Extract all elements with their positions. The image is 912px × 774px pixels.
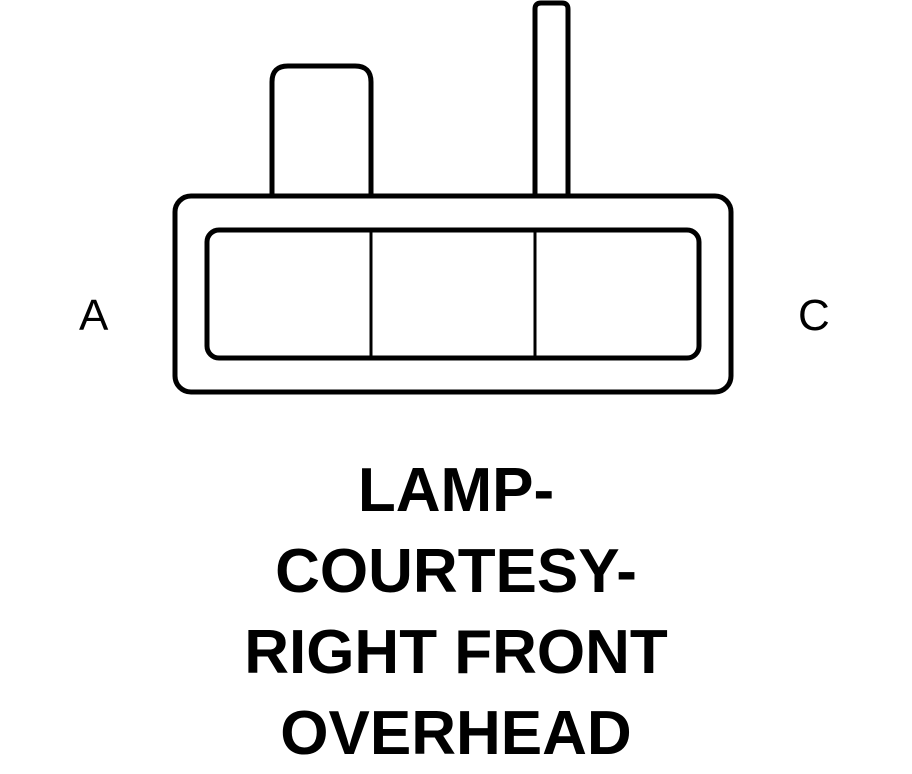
title-line: LAMP- — [357, 456, 555, 525]
title-line: RIGHT FRONT — [244, 618, 668, 687]
connector-key-post — [532, 0, 571, 195]
connector-lock-tab — [269, 63, 374, 195]
pin-label-a: A — [79, 291, 109, 340]
title-line: OVERHEAD — [280, 699, 632, 768]
connector-title: LAMP- COURTESY- RIGHT FRONT OVERHEAD — [0, 450, 912, 774]
title-line: COURTESY- — [275, 537, 637, 606]
connector-housing — [172, 193, 734, 395]
pin-label-c: C — [798, 291, 830, 340]
connector-cavity-frame — [204, 227, 702, 361]
